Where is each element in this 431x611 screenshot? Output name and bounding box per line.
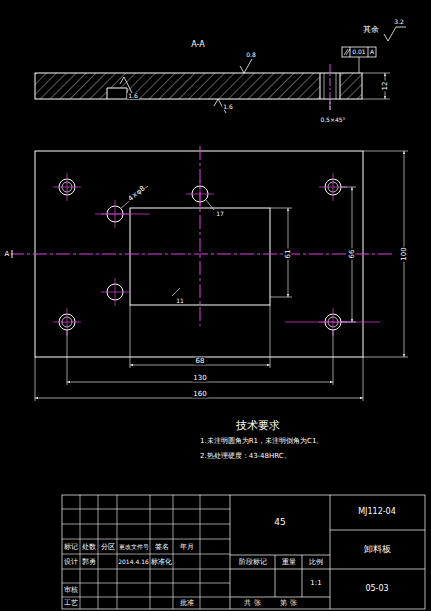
table-cell: 签名	[154, 543, 170, 550]
table-cell: 工艺	[63, 600, 79, 607]
title-grid	[62, 495, 230, 609]
dimension-text: 12	[382, 81, 389, 92]
table-cell: 05-03	[364, 585, 389, 593]
dimension-text: 66	[349, 249, 356, 260]
title-block	[62, 495, 425, 609]
note-text: 技术要求	[235, 420, 281, 431]
dimension-lines	[35, 151, 408, 401]
table-cell: MJ112-04	[357, 508, 397, 516]
table-cell: 郭勇	[81, 558, 97, 565]
dimension-text: 11	[175, 298, 185, 304]
dimension-text: A	[4, 251, 11, 258]
table-cell: 阶段标记	[238, 559, 268, 566]
dimension-text: 160	[192, 391, 207, 398]
dimension-text: 68	[195, 358, 206, 365]
table-cell: 标记	[63, 543, 79, 550]
section-view	[35, 27, 406, 113]
table-cell: 更改文件号	[118, 544, 150, 550]
hole-pattern	[53, 173, 380, 336]
plan-view	[10, 146, 392, 357]
table-cell: 审核	[63, 587, 79, 594]
dimension-text: 1.6	[222, 104, 234, 110]
table-cell: 卸料板	[363, 545, 392, 554]
table-cell: 2014.4.16	[117, 559, 150, 565]
table-cell: 比例	[308, 559, 324, 566]
table-cell: 年月	[179, 543, 195, 550]
dimension-text: 0.01	[351, 49, 366, 55]
dimension-text: 0.5×45°	[319, 117, 346, 123]
dimension-text: A-A	[190, 41, 205, 49]
dimension-text: 1.6	[127, 93, 139, 99]
dimension-text: 4×φ8	[127, 184, 148, 203]
table-cell: 45	[273, 518, 286, 527]
table-cell: 设计	[63, 558, 79, 565]
dimension-text: 61	[285, 249, 292, 260]
table-cell: 处数	[81, 543, 97, 550]
dimension-text: 100	[401, 246, 408, 261]
table-cell: 批准	[179, 600, 195, 607]
table-cell: 标准化	[150, 558, 173, 565]
dimension-text: 17	[215, 211, 225, 217]
dimension-text: 130	[192, 375, 207, 382]
table-cell: 分区	[100, 543, 116, 550]
note-text: 1.未注明圆角为R1，未注明倒角为C1。	[199, 438, 324, 445]
dimension-text: 其余	[362, 26, 380, 34]
dimension-text: 0.8	[245, 52, 257, 58]
table-cell: 1:1	[309, 580, 322, 587]
dimension-text: 3.2	[393, 19, 405, 25]
table-cell: 重量	[281, 559, 297, 566]
table-cell: 第 张	[279, 600, 297, 607]
dimension-text: A	[369, 49, 375, 55]
table-cell: 共 张	[243, 600, 261, 607]
note-text: 2.热处理硬度：43-48HRC。	[199, 453, 292, 460]
